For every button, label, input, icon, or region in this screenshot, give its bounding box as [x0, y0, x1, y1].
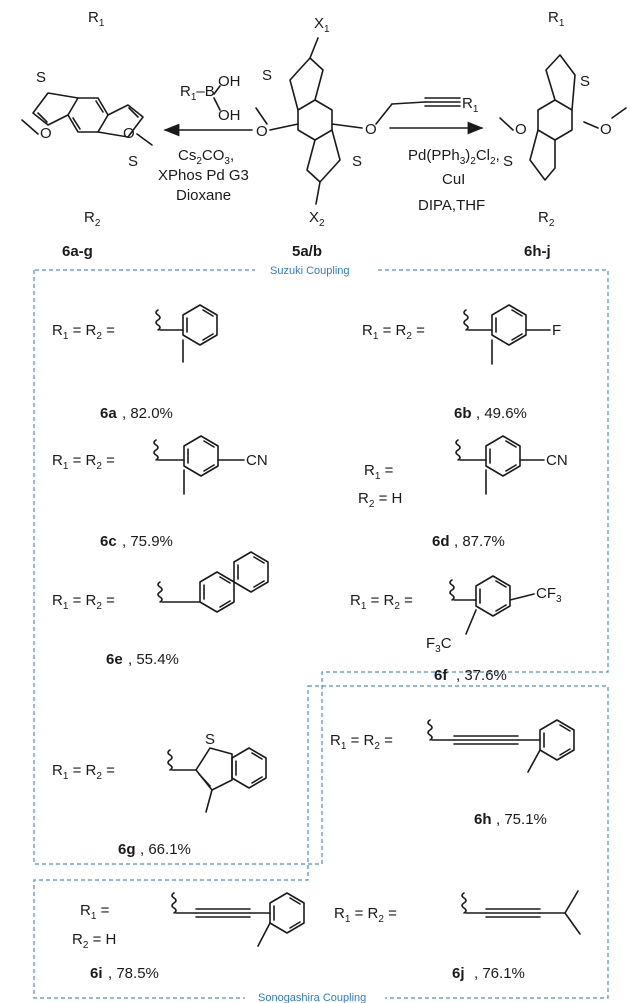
svg-text:CN: CN [246, 452, 268, 469]
entry-6j: R1 = R2 = 6j , 76.1% [334, 890, 581, 982]
reagents-right: R1 Pd(PPh3)2Cl2, CuI DIPA,THF [391, 95, 500, 214]
svg-text:Pd(PPh3)2Cl2,: Pd(PPh3)2Cl2, [408, 147, 500, 167]
suzuki-box [33, 269, 609, 865]
entry-6c: R1 = R2 = CN 6c , 75.9% [52, 435, 268, 550]
svg-text:, 76.1%: , 76.1% [474, 965, 525, 982]
svg-text:CF3: CF3 [536, 585, 562, 605]
svg-text:F: F [552, 322, 561, 339]
svg-text:O: O [123, 125, 135, 142]
entry-6d: R1 = R2 = H CN 6d , 87.7% [358, 435, 568, 550]
svg-text:O: O [515, 121, 527, 138]
label-6i: 6i [90, 965, 103, 982]
label-6a-g: 6a-g [62, 243, 93, 260]
svg-text:R1: R1 [548, 9, 565, 29]
svg-text:R1 =: R1 = [364, 462, 394, 482]
label-5a-b: 5a/b [292, 243, 322, 260]
svg-text:R1 =: R1 = [80, 902, 110, 922]
svg-text:S: S [128, 153, 138, 170]
svg-text:S: S [352, 153, 362, 170]
entry-6h: R1 = R2 = 6h , 75.1% [330, 719, 575, 828]
entry-6g: R1 = R2 = S 6g , 66.1% [52, 731, 267, 858]
label-6b: 6b [454, 405, 472, 422]
svg-text:R1 = R2 =: R1 = R2 = [350, 592, 413, 612]
svg-text:F3C: F3C [426, 635, 452, 655]
entry-6f: R1 = R2 = CF3 F3C 6f , 37.6% [350, 575, 562, 684]
sonogashira-coupling-label: Sonogashira Coupling [258, 992, 366, 1003]
svg-text:R1 = R2 =: R1 = R2 = [52, 452, 115, 472]
reagent-catalyst: XPhos Pd G3 [158, 167, 249, 184]
svg-text:R1: R1 [462, 95, 479, 115]
svg-text:O: O [256, 123, 268, 140]
svg-text:R1 = R2 =: R1 = R2 = [334, 905, 397, 925]
svg-text:R2: R2 [84, 209, 101, 229]
svg-text:, 75.1%: , 75.1% [496, 811, 547, 828]
label-6j: 6j [452, 965, 465, 982]
svg-text:O: O [365, 121, 377, 138]
svg-text:, 37.6%: , 37.6% [456, 667, 507, 684]
entry-6b: R1 = R2 = F 6b , 49.6% [362, 304, 561, 422]
reagents-left: R1–B OH OH Cs2CO3, XPhos Pd G3 Dioxane [158, 73, 249, 204]
label-6h-j: 6h-j [524, 243, 551, 260]
svg-text:S: S [503, 153, 513, 170]
label-6e: 6e [106, 651, 123, 668]
svg-text:, 66.1%: , 66.1% [140, 841, 191, 858]
svg-text:R1–B: R1–B [180, 83, 215, 103]
svg-text:, 75.9%: , 75.9% [122, 533, 173, 550]
label-6c: 6c [100, 533, 117, 550]
svg-text:Cs2CO3,: Cs2CO3, [178, 147, 234, 167]
svg-text:R2 = H: R2 = H [72, 931, 116, 951]
svg-text:, 87.7%: , 87.7% [454, 533, 505, 550]
svg-text:, 82.0%: , 82.0% [122, 405, 173, 422]
svg-text:X1: X1 [314, 15, 330, 35]
svg-text:OH: OH [218, 73, 241, 90]
entry-6e: R1 = R2 = 6e , 55.4% [52, 551, 269, 668]
svg-text:R2 = H: R2 = H [358, 490, 402, 510]
reagent-base-solvent: DIPA,THF [418, 197, 485, 214]
svg-text:S: S [36, 69, 46, 86]
svg-text:, 55.4%: , 55.4% [128, 651, 179, 668]
reagent-solvent: Dioxane [176, 187, 231, 204]
svg-text:S: S [580, 73, 590, 90]
svg-text:CN: CN [546, 452, 568, 469]
svg-text:R1 = R2 =: R1 = R2 = [330, 732, 393, 752]
svg-text:X2: X2 [309, 209, 325, 229]
svg-text:S: S [262, 67, 272, 84]
svg-text:S: S [205, 731, 215, 748]
label-6g: 6g [118, 841, 136, 858]
label-6f: 6f [434, 667, 448, 684]
structure-6h-j: S S R1 R2 O O [499, 9, 627, 229]
svg-text:OH: OH [218, 107, 241, 124]
svg-text:, 78.5%: , 78.5% [108, 965, 159, 982]
reagent-cui: CuI [442, 171, 465, 188]
suzuki-coupling-label: Suzuki Coupling [270, 265, 350, 277]
svg-text:R1: R1 [88, 9, 105, 29]
svg-text:R2: R2 [538, 209, 555, 229]
svg-text:R1 = R2 =: R1 = R2 = [52, 762, 115, 782]
svg-text:R1 = R2 =: R1 = R2 = [52, 322, 115, 342]
svg-text:O: O [40, 125, 52, 142]
structure-5a-b: S S X1 X2 O O [255, 15, 393, 229]
svg-text:, 49.6%: , 49.6% [476, 405, 527, 422]
svg-text:O: O [600, 121, 612, 138]
entry-6i: R1 = R2 = H 6i , 78.5% [72, 892, 305, 982]
svg-text:R1 = R2 =: R1 = R2 = [52, 592, 115, 612]
structure-6a-g-atoms: S S R1 R2 O O [21, 9, 153, 229]
label-6a: 6a [100, 405, 117, 422]
label-6d: 6d [432, 533, 450, 550]
sonogashira-box [33, 685, 609, 999]
label-6h: 6h [474, 811, 492, 828]
svg-text:R1 = R2 =: R1 = R2 = [362, 322, 425, 342]
entry-6a: R1 = R2 = 6a , 82.0% [52, 304, 218, 422]
